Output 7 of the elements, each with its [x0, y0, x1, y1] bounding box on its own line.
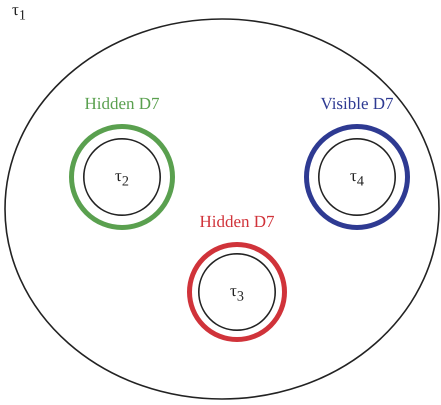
- region-label: τ$_{1}$: [12, 0, 26, 26]
- ring-label: Hidden D7: [83, 94, 161, 114]
- region-label: τ$_{3}$: [229, 281, 245, 306]
- ring-label: Visible D7: [319, 94, 395, 114]
- region-label: τ$_{4}$: [349, 166, 365, 192]
- region-label: τ$_{2}$: [114, 166, 130, 192]
- ring-label: Hidden D7: [198, 212, 276, 232]
